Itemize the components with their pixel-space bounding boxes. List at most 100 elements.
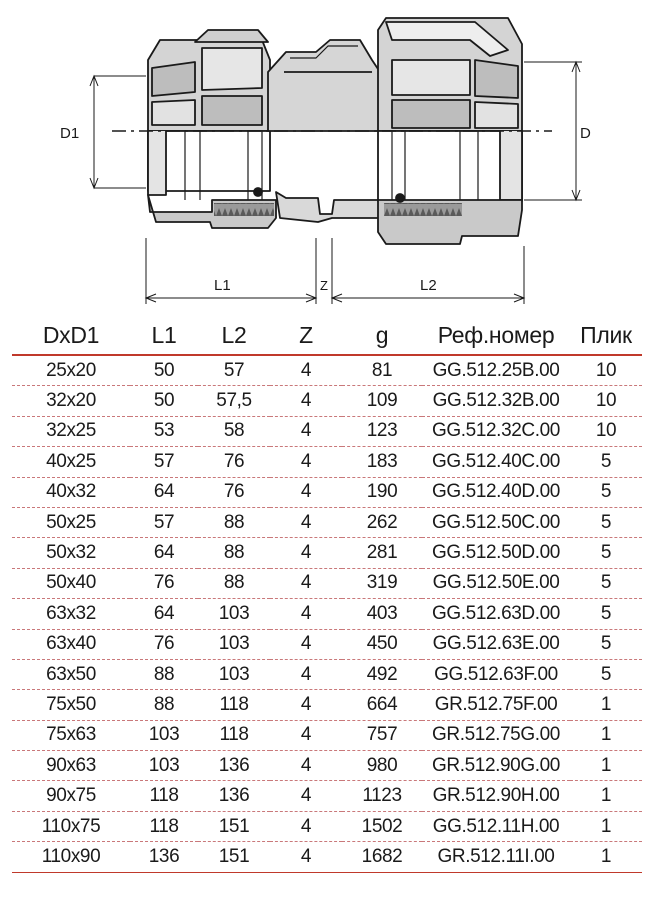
g-cell: 281 [342,537,422,569]
dxd1-cell: 110x75 [12,811,130,843]
header-g: g [375,321,389,348]
g-cell: 450 [342,629,422,660]
l2-cell: 88 [198,537,270,569]
pack-cell: 5 [570,446,642,478]
l2-cell: 103 [198,598,270,630]
l1-cell: 50 [130,355,198,387]
dxd1-cell: 63x40 [12,629,130,660]
dxd1-cell: 75x63 [12,720,130,752]
coupling-body [147,17,523,245]
z-cell: 4 [270,385,342,417]
pack-cell: 1 [570,780,642,812]
g-cell: 109 [342,385,422,417]
pack-cell: 5 [570,629,642,660]
header-pack: Плик [580,321,632,348]
pack-cell: 10 [570,385,642,417]
z-cell: 4 [270,811,342,843]
ref-number-cell: GR.512.75F.00 [422,689,570,721]
pack-cell: 5 [570,659,642,691]
dxd1-cell: 32x25 [12,416,130,448]
l1-cell: 76 [130,568,198,600]
l1-cell: 118 [130,811,198,843]
g-cell: 123 [342,416,422,448]
dxd1-cell: 90x63 [12,750,130,782]
g-cell: 757 [342,720,422,752]
dxd1-cell: 63x32 [12,598,130,630]
dxd1-cell: 110x90 [12,841,130,873]
l2-cell: 88 [198,568,270,600]
header-ref-number: Реф.номер [437,321,555,348]
l1-cell: 64 [130,477,198,508]
pack-cell: 1 [570,720,642,752]
pack-cell: 5 [570,507,642,539]
pack-cell: 5 [570,477,642,508]
pack-cell: 5 [570,598,642,630]
g-cell: 1123 [342,780,422,812]
z-cell: 4 [270,780,342,812]
l2-cell: 136 [198,780,270,812]
l1-cell: 118 [130,780,198,812]
l2-cell: 151 [198,811,270,843]
pack-cell: 5 [570,568,642,600]
pack-cell: 1 [570,841,642,873]
label-l2: L2 [420,277,437,294]
z-cell: 4 [270,568,342,600]
g-cell: 1502 [342,811,422,843]
g-cell: 403 [342,598,422,630]
l2-cell: 103 [198,659,270,691]
pack-cell: 1 [570,811,642,843]
l1-cell: 103 [130,750,198,782]
g-cell: 1682 [342,841,422,873]
l1-cell: 136 [130,841,198,873]
header-dxd1: DxD1 [42,321,100,348]
l2-cell: 151 [198,841,270,873]
pack-cell: 10 [570,416,642,448]
g-cell: 183 [342,446,422,478]
z-cell: 4 [270,446,342,478]
ref-number-cell: GG.512.63F.00 [422,659,570,691]
ref-number-cell: GR.512.90H.00 [422,780,570,812]
g-cell: 81 [342,355,422,387]
dxd1-cell: 90x75 [12,780,130,812]
l2-cell: 76 [198,477,270,508]
dxd1-cell: 40x25 [12,446,130,478]
ref-number-cell: GG.512.50C.00 [422,507,570,539]
l1-cell: 53 [130,416,198,448]
dxd1-cell: 32x20 [12,385,130,417]
z-cell: 4 [270,477,342,508]
l2-cell: 103 [198,629,270,660]
ref-number-cell: GG.512.63D.00 [422,598,570,630]
l1-cell: 50 [130,385,198,417]
l2-cell: 76 [198,446,270,478]
ref-number-cell: GR.512.75G.00 [422,720,570,752]
l2-cell: 57,5 [198,385,270,417]
pack-cell: 5 [570,537,642,569]
z-cell: 4 [270,629,342,660]
z-cell: 4 [270,537,342,569]
z-cell: 4 [270,355,342,387]
ref-number-cell: GR.512.11I.00 [422,841,570,873]
z-cell: 4 [270,416,342,448]
z-cell: 4 [270,659,342,691]
z-cell: 4 [270,841,342,873]
label-z: Z [320,278,328,293]
label-d1: D1 [60,125,79,142]
z-cell: 4 [270,507,342,539]
label-l1: L1 [214,277,231,294]
g-cell: 190 [342,477,422,508]
z-cell: 4 [270,720,342,752]
ref-number-cell: GG.512.32C.00 [422,416,570,448]
l2-cell: 118 [198,720,270,752]
